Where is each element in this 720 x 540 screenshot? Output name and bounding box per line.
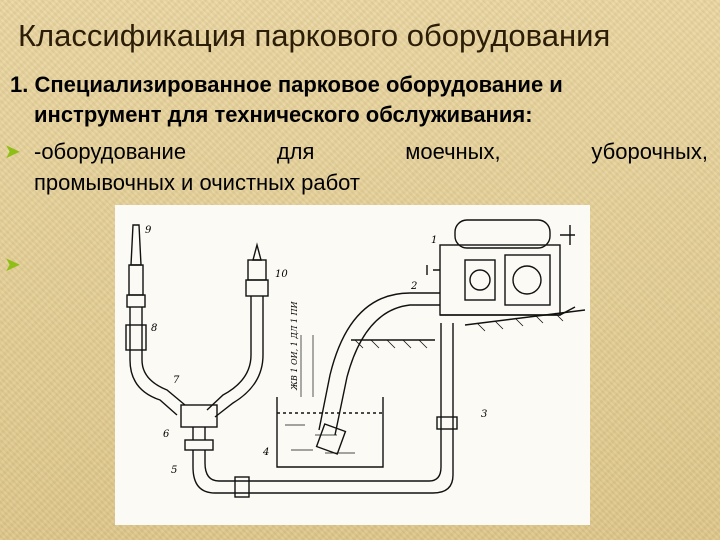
label-2: 2 (410, 281, 417, 292)
label-6: 6 (163, 429, 170, 440)
dimension-note: ЖВ 1 ОИ, 1 ДЛ 1 ПИ (290, 300, 299, 391)
coupling-shape (128, 264, 144, 296)
washing-equipment-drawing: 9 10 8 7 6 5 4 3 2 1 ЖВ 1 ОИ, 1 ДЛ 1 ПИ (125, 219, 586, 498)
tank-4-shape (276, 397, 384, 468)
nozzle-10-shape (252, 242, 262, 261)
bullet-word: моечных, (405, 139, 501, 164)
label-1: 1 (431, 235, 437, 246)
equipment-diagram: 9 10 8 7 6 5 4 3 2 1 ЖВ 1 ОИ, 1 ДЛ 1 ПИ (115, 205, 590, 525)
bullet-word: для (276, 139, 315, 164)
nozzle-9-shape (130, 224, 142, 266)
bullet-arrow-icon-2: ➤ (4, 254, 21, 276)
bullet-word: -оборудование (34, 139, 187, 164)
label-5: 5 (171, 465, 177, 476)
label-9: 9 (145, 225, 152, 236)
slide-title: Классификация паркового оборудования (18, 18, 611, 53)
bullet-text-line1: -оборудование для моечных, уборочных, (34, 139, 708, 165)
section-heading-line1: 1. Специализированное парковое оборудова… (10, 72, 563, 97)
label-10: 10 (275, 269, 288, 280)
label-3: 3 (481, 409, 487, 420)
section-heading-line2: инструмент для технического обслуживания… (34, 102, 533, 127)
label-8: 8 (151, 323, 157, 334)
label-4: 4 (262, 447, 269, 458)
strainer-shape (315, 423, 347, 455)
bullet-text-line2: промывочных и очистных работ (34, 170, 361, 195)
y-piece-shape (180, 404, 218, 428)
clamp-3-shape (436, 416, 458, 430)
label-7: 7 (173, 375, 180, 386)
bullet-word: уборочных, (591, 139, 708, 164)
bullet-arrow-icon: ➤ (4, 141, 21, 163)
coupling-8-shape (125, 324, 147, 351)
